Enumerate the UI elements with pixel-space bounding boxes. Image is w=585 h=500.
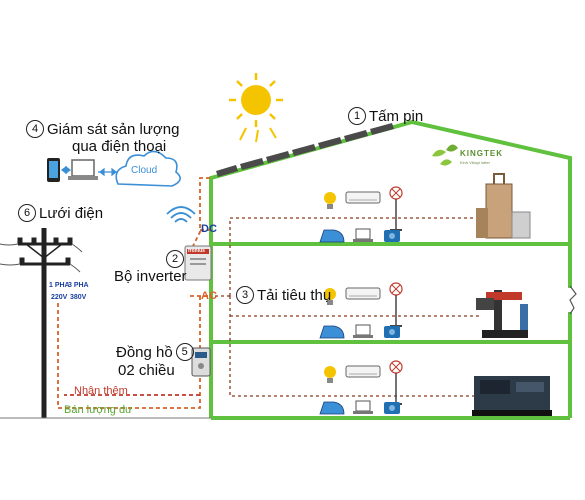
house-outline bbox=[209, 119, 572, 420]
brand-logo-icon bbox=[432, 144, 458, 166]
monitoring-label-line2: qua điện thoại bbox=[72, 138, 167, 155]
wall-crack bbox=[569, 285, 577, 315]
bulb-icon bbox=[324, 366, 336, 383]
cloud-label: Cloud bbox=[131, 165, 158, 176]
air-conditioner-icon bbox=[345, 287, 381, 300]
laptop-cloud-link bbox=[98, 167, 118, 177]
air-conditioner-icon bbox=[345, 191, 381, 204]
inverter-text: Bộ inverter bbox=[114, 268, 187, 285]
sun-icon bbox=[229, 73, 283, 143]
step-number-5: 5 bbox=[175, 343, 194, 361]
bulb-icon bbox=[324, 192, 336, 209]
laptop-small-icon bbox=[353, 228, 373, 242]
brand-name: KINGTEK bbox=[460, 149, 503, 158]
pole-phase3-b: 380V bbox=[70, 294, 87, 301]
solar-panels bbox=[216, 123, 394, 177]
inverter-brand: fronius bbox=[188, 248, 205, 254]
wiring bbox=[57, 177, 212, 409]
two-way-meter-icon bbox=[191, 347, 211, 377]
room2-appliances bbox=[319, 282, 528, 339]
grid-wires bbox=[0, 243, 83, 273]
step-number-6: 6 bbox=[18, 204, 36, 222]
laptop-icon bbox=[68, 159, 98, 180]
brand-tagline: Kinh Vibuyi lotter bbox=[460, 160, 490, 165]
step-number-2: 2 bbox=[166, 250, 184, 268]
pump-icon bbox=[384, 326, 400, 338]
cloud-icon bbox=[115, 150, 181, 187]
step-number-4: 4 bbox=[26, 120, 44, 138]
industrial-machine-icon bbox=[476, 173, 531, 239]
export-flow-label: Bán lượng dư bbox=[64, 404, 133, 416]
pole-phase3-a: 3 PHA bbox=[68, 282, 89, 289]
phone-laptop-link bbox=[61, 165, 71, 175]
wifi-icon bbox=[166, 206, 196, 223]
ac-label: AC bbox=[201, 290, 217, 302]
air-conditioner-icon bbox=[345, 365, 381, 378]
solar-panel-text: Tấm pin bbox=[369, 108, 424, 125]
meter-label-line2: 02 chiều bbox=[118, 362, 175, 379]
laptop-small-icon bbox=[353, 400, 373, 414]
step-number-1: 1 bbox=[348, 107, 366, 125]
iron-icon bbox=[319, 325, 345, 339]
step-number-3: 3 bbox=[236, 286, 254, 304]
pump-icon bbox=[384, 230, 400, 242]
bulb-icon bbox=[324, 288, 336, 305]
inverter-icon bbox=[184, 245, 212, 281]
pump-icon bbox=[384, 402, 400, 414]
loads-text: Tải tiêu thụ bbox=[257, 287, 332, 304]
grid-text: Lưới điện bbox=[39, 205, 104, 222]
monitoring-text-1: Giám sát sản lượng bbox=[47, 121, 180, 138]
fan-icon bbox=[389, 186, 403, 231]
smartphone-icon bbox=[47, 158, 60, 182]
fan-icon bbox=[389, 282, 403, 327]
drill-press-icon bbox=[476, 290, 528, 338]
laptop-small-icon bbox=[353, 324, 373, 338]
pole-phase1-b: 220V bbox=[51, 294, 68, 301]
fan-icon bbox=[389, 360, 403, 405]
import-flow-label: Nhận thêm bbox=[74, 385, 128, 397]
power-pole-icon bbox=[17, 228, 73, 418]
dc-label: DC bbox=[201, 223, 217, 235]
room3-appliances bbox=[319, 360, 552, 416]
iron-icon bbox=[319, 401, 345, 415]
iron-icon bbox=[319, 229, 345, 243]
room1-appliances bbox=[319, 173, 531, 243]
meter-text-1: Đồng hồ bbox=[116, 344, 173, 361]
inverter-label: 2 bbox=[114, 250, 187, 268]
pole-phase1-a: 1 PHA bbox=[49, 282, 70, 289]
generator-icon bbox=[472, 376, 552, 416]
